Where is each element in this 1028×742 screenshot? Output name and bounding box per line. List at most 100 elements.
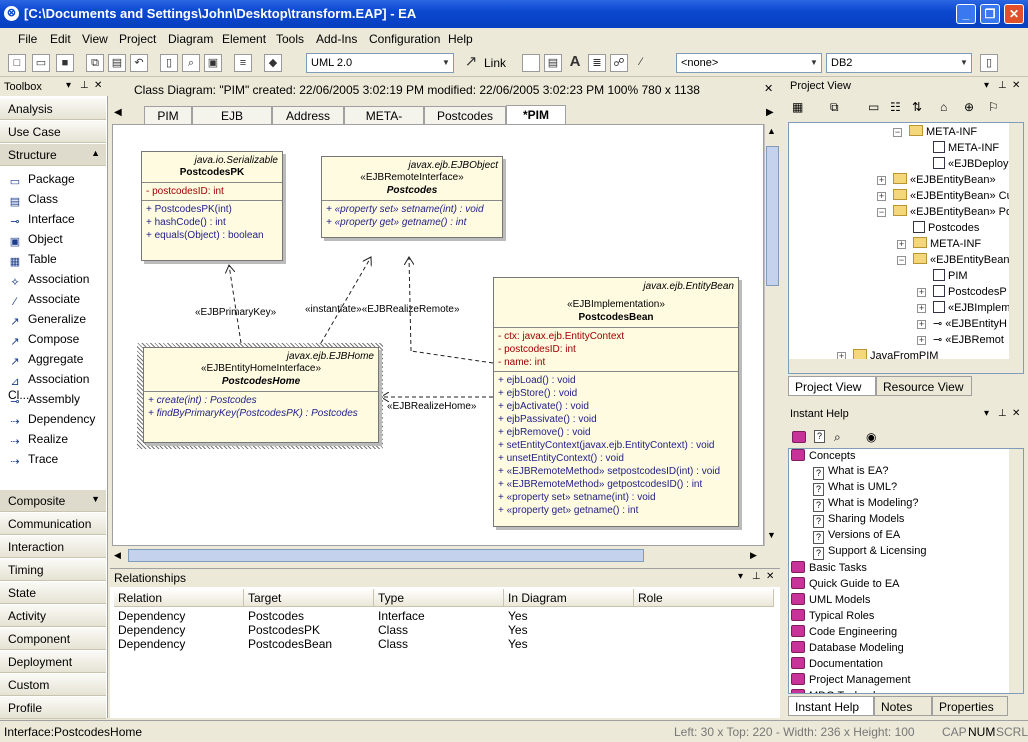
tree-icon[interactable]: ☷ — [890, 100, 901, 114]
tab-postcodes[interactable]: Postcodes — [424, 106, 506, 124]
tab-notes[interactable]: Notes — [874, 696, 932, 716]
expand-icon[interactable]: + — [877, 175, 886, 185]
help-item[interactable]: UML Models — [791, 593, 870, 609]
uml-version-combo[interactable]: UML 2.0▼ — [306, 53, 454, 73]
instant-help-tree[interactable]: Concepts?What is EA??What is UML??What i… — [788, 448, 1024, 694]
tab-meta-inf[interactable]: META-INF — [344, 106, 424, 137]
toolbox-category-structure[interactable]: Structure▲ — [0, 144, 106, 166]
menu-edit[interactable]: Edit — [50, 32, 71, 46]
realize-remote-line-b[interactable] — [409, 257, 411, 352]
notes-icon[interactable]: ≡ — [234, 54, 252, 72]
close-icon[interactable]: ✕ — [1012, 408, 1021, 419]
expand-icon[interactable]: + — [917, 287, 926, 297]
undo-icon[interactable]: ↶ — [130, 54, 148, 72]
help-item[interactable]: ?Sharing Models — [813, 513, 904, 529]
tab-ejb-entity[interactable]: EJB Entity — [192, 106, 272, 137]
pin-icon[interactable]: ⊥ — [998, 408, 1007, 419]
menu-help[interactable]: Help — [448, 32, 473, 46]
help-item[interactable]: ?What is EA? — [813, 465, 889, 481]
maximize-button[interactable]: ❐ — [980, 4, 1000, 24]
dropdown-icon[interactable]: ▾ — [984, 80, 990, 91]
diagram-canvas[interactable]: «EJBPrimaryKey» «instantiate»«EJBRealize… — [112, 124, 764, 546]
close-icon[interactable]: ✕ — [94, 80, 103, 91]
toolbox-category-deployment[interactable]: Deployment — [0, 651, 106, 673]
tab-instant-help[interactable]: Instant Help — [788, 696, 874, 716]
help-item[interactable]: Database Modeling — [791, 641, 904, 657]
contents-icon[interactable] — [792, 431, 806, 443]
tree-node[interactable]: META-INF — [933, 141, 999, 157]
help-item[interactable]: ?Versions of EA — [813, 529, 900, 545]
tab-properties[interactable]: Properties — [932, 696, 1008, 716]
tab-scroll-right-icon[interactable]: ▶ — [766, 107, 774, 118]
text-icon[interactable]: A — [569, 53, 581, 70]
find-icon[interactable]: ⌕ — [182, 54, 200, 72]
tree-node[interactable]: META-INF — [909, 125, 977, 141]
canvas-horizontal-scrollbar[interactable]: ◀ ▶ — [112, 548, 764, 564]
file-icon[interactable]: ▯ — [980, 54, 998, 72]
help-item[interactable]: Concepts — [791, 449, 855, 465]
paste-icon[interactable]: ▤ — [108, 54, 126, 72]
project-tree[interactable]: META-INF−META-INF«EJBDeploy«EJBEntityBea… — [788, 122, 1024, 374]
save-icon[interactable]: ■ — [56, 54, 74, 72]
index-icon[interactable]: ? — [814, 430, 825, 443]
close-icon[interactable]: ✕ — [764, 83, 774, 95]
expand-icon[interactable]: − — [877, 207, 886, 217]
toolbox-item-generalize[interactable]: ↗Generalize — [8, 312, 86, 330]
tab-pim[interactable]: PIM — [144, 106, 192, 124]
close-icon[interactable]: ✕ — [766, 571, 775, 582]
toolbox-item-interface[interactable]: ⊸Interface — [8, 212, 74, 230]
hyperlink-icon[interactable]: ☍ — [610, 54, 628, 72]
toolbox-item-object[interactable]: ▣Object — [8, 232, 63, 250]
menu-tools[interactable]: Tools — [276, 32, 305, 46]
sort-icon[interactable]: ⇅ — [912, 100, 923, 114]
scroll-left-icon[interactable]: ◀ — [114, 550, 121, 560]
preview-icon[interactable]: ▯ — [160, 54, 178, 72]
column-in-diagram[interactable]: In Diagram — [504, 589, 634, 607]
toolbox-category-analysis[interactable]: Analysis — [0, 98, 106, 120]
copy-icon[interactable]: ⧉ — [830, 100, 839, 114]
tab-scroll-left-icon[interactable]: ◀ — [114, 107, 122, 118]
help-item[interactable]: Typical Roles — [791, 609, 874, 625]
tree-node[interactable]: ⊸«EJBEntityH — [933, 317, 1007, 333]
interface-postcodes[interactable]: javax.ejb.EJBObject «EJBRemoteInterface»… — [321, 156, 503, 238]
menu-file[interactable]: File — [18, 32, 38, 46]
toolbox-item-class[interactable]: ▤Class — [8, 192, 58, 210]
folder-icon[interactable]: ▭ — [868, 100, 880, 114]
copy-icon[interactable]: ⧉ — [86, 54, 104, 72]
class-postcodesbean[interactable]: javax.ejb.EntityBean «EJBImplementation»… — [493, 277, 739, 527]
toolbox-category-profile[interactable]: Profile — [0, 697, 106, 719]
tree-node[interactable]: PIM — [933, 269, 968, 285]
scroll-right-icon[interactable]: ▶ — [750, 550, 757, 560]
expand-icon[interactable]: + — [877, 191, 886, 201]
note-icon[interactable]: ▤ — [544, 54, 562, 72]
link-arrow-icon[interactable]: ↗ — [464, 53, 478, 70]
help-item[interactable]: Documentation — [791, 657, 883, 673]
dropdown-icon[interactable]: ▾ — [738, 571, 744, 582]
tree-node[interactable]: «EJBDeploy — [933, 157, 1009, 173]
menu-add-ins[interactable]: Add-Ins — [316, 32, 358, 46]
tab-resource-view[interactable]: Resource View — [876, 376, 972, 396]
close-icon[interactable]: ✕ — [1012, 80, 1021, 91]
class-postcodespk[interactable]: java.io.Serializable PostcodesPK - postc… — [141, 151, 283, 261]
tree-node[interactable]: «EJBEntityBean» — [913, 253, 1016, 269]
help-vertical-scrollbar[interactable] — [1009, 449, 1023, 693]
toolbox-item-association-cl-[interactable]: ⊿Association Cl... — [8, 372, 107, 402]
toolbox-item-assembly[interactable]: ⊸Assembly — [8, 392, 80, 410]
toolbox-category-state[interactable]: State — [0, 582, 106, 604]
expand-icon[interactable]: − — [893, 127, 902, 137]
menu-project[interactable]: Project — [119, 32, 157, 46]
toolbox-item-trace[interactable]: ⇢Trace — [8, 452, 58, 470]
toolbox-category-composite[interactable]: Composite▼ — [0, 490, 106, 512]
help-item[interactable]: Code Engineering — [791, 625, 897, 641]
hierarchy-icon[interactable]: ⌂ — [940, 100, 948, 114]
close-button[interactable]: ✕ — [1004, 4, 1024, 24]
column-target[interactable]: Target — [244, 589, 374, 607]
toolbox-category-activity[interactable]: Activity — [0, 605, 106, 627]
toolbox-category-timing[interactable]: Timing — [0, 559, 106, 581]
new-icon[interactable]: ▦ — [792, 100, 804, 114]
scroll-thumb[interactable] — [766, 146, 779, 286]
document-icon[interactable]: ≣ — [588, 54, 606, 72]
minimize-button[interactable]: _ — [956, 4, 976, 24]
search-icon[interactable]: ⌕ — [834, 430, 841, 444]
tree-vertical-scrollbar[interactable] — [1009, 123, 1023, 359]
